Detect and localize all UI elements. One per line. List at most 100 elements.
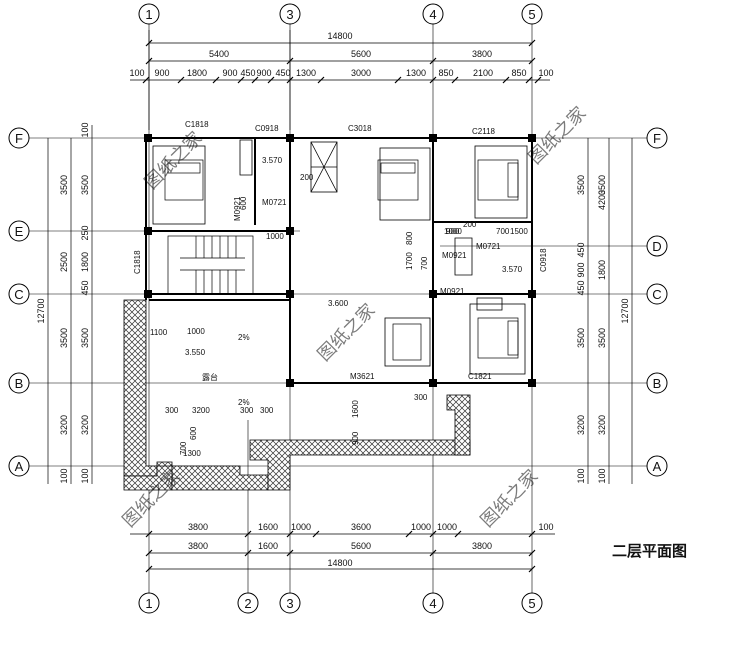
svg-text:M0721: M0721 <box>262 198 287 207</box>
left-dimension-text: 12700 3500 2500 3500 3200 100 100 3500 2… <box>36 122 90 483</box>
svg-text:3500: 3500 <box>576 175 586 195</box>
axis-bubble-C-left: C <box>8 283 30 305</box>
svg-text:3800: 3800 <box>188 522 208 532</box>
svg-text:3.550: 3.550 <box>185 348 206 357</box>
svg-text:1800: 1800 <box>597 260 607 280</box>
svg-text:3500: 3500 <box>59 328 69 348</box>
svg-text:C2118: C2118 <box>472 127 496 136</box>
svg-text:450: 450 <box>576 242 586 257</box>
svg-text:3200: 3200 <box>80 415 90 435</box>
svg-text:3.600: 3.600 <box>328 299 349 308</box>
svg-text:3600: 3600 <box>351 522 371 532</box>
svg-text:M3621: M3621 <box>350 372 375 381</box>
svg-text:450: 450 <box>275 68 290 78</box>
svg-text:3.570: 3.570 <box>262 156 283 165</box>
svg-text:100: 100 <box>129 68 144 78</box>
svg-text:600: 600 <box>189 426 198 440</box>
svg-text:900: 900 <box>446 227 460 236</box>
svg-text:3500: 3500 <box>576 328 586 348</box>
axis-bubble-F-right: F <box>646 127 668 149</box>
svg-text:600: 600 <box>239 196 248 210</box>
svg-text:M0921: M0921 <box>442 251 467 260</box>
axis-bubble-2-bottom: 2 <box>237 592 259 614</box>
svg-text:100: 100 <box>538 522 553 532</box>
svg-text:3800: 3800 <box>188 541 208 551</box>
left-dimensions <box>47 125 93 484</box>
walls-thin <box>152 139 528 375</box>
svg-text:3200: 3200 <box>192 406 210 415</box>
svg-text:C1818: C1818 <box>133 250 142 274</box>
svg-text:3200: 3200 <box>597 415 607 435</box>
top-dimension-text: 14800 5400 5600 3800 100 900 1800 900 45… <box>129 31 553 78</box>
svg-text:14800: 14800 <box>327 31 352 41</box>
svg-text:200: 200 <box>300 173 314 182</box>
drawing-title: 二层平面图 <box>612 543 687 560</box>
svg-text:850: 850 <box>511 68 526 78</box>
svg-text:300: 300 <box>240 406 254 415</box>
svg-text:1800: 1800 <box>187 68 207 78</box>
svg-text:5400: 5400 <box>209 49 229 59</box>
svg-text:B: B <box>653 376 662 391</box>
svg-text:露台: 露台 <box>202 372 218 382</box>
axis-bubble-E-left: E <box>8 220 30 242</box>
svg-text:C: C <box>14 287 23 302</box>
svg-text:图纸之家: 图纸之家 <box>314 300 379 365</box>
svg-text:1000: 1000 <box>291 522 311 532</box>
svg-text:850: 850 <box>438 68 453 78</box>
svg-text:1000: 1000 <box>437 522 457 532</box>
svg-text:C1818: C1818 <box>185 120 209 129</box>
svg-text:C0918: C0918 <box>255 124 279 133</box>
svg-text:3500: 3500 <box>597 175 607 195</box>
axis-bubble-C-right: C <box>646 283 668 305</box>
svg-text:3800: 3800 <box>472 541 492 551</box>
svg-text:1000: 1000 <box>444 227 462 236</box>
svg-text:1300: 1300 <box>183 449 201 458</box>
svg-text:3: 3 <box>286 7 293 22</box>
svg-text:100: 100 <box>576 468 586 483</box>
svg-text:1600: 1600 <box>258 522 278 532</box>
axis-bubble-A-right: A <box>646 455 668 477</box>
svg-text:M0921: M0921 <box>233 196 242 221</box>
svg-text:2%: 2% <box>238 398 250 407</box>
svg-text:450: 450 <box>576 280 586 295</box>
svg-text:1300: 1300 <box>296 68 316 78</box>
svg-text:2500: 2500 <box>59 252 69 272</box>
svg-text:1000: 1000 <box>266 232 284 241</box>
axis-bubble-A-left: A <box>8 455 30 477</box>
svg-text:900: 900 <box>222 68 237 78</box>
axis-bubble-3-top: 3 <box>279 3 301 25</box>
svg-text:1000: 1000 <box>187 327 205 336</box>
svg-text:3200: 3200 <box>59 415 69 435</box>
axis-bubbles-right: F D C B A <box>646 127 668 477</box>
bottom-dimension-text: 3800 1600 1000 3600 1000 1000 100 3800 1… <box>188 522 554 568</box>
svg-text:2100: 2100 <box>473 68 493 78</box>
svg-text:100: 100 <box>80 468 90 483</box>
opening-labels: C1818 C0918 C3018 C2118 C1818 C0918 C182… <box>133 120 548 381</box>
svg-text:1800: 1800 <box>80 252 90 272</box>
svg-text:200: 200 <box>463 220 477 229</box>
svg-text:3500: 3500 <box>80 175 90 195</box>
axis-bubble-B-right: B <box>646 372 668 394</box>
svg-text:300: 300 <box>165 406 179 415</box>
axis-bubbles-left: F E C B A <box>8 127 30 477</box>
svg-text:900: 900 <box>256 68 271 78</box>
svg-text:100: 100 <box>59 468 69 483</box>
svg-text:M0921: M0921 <box>440 287 465 296</box>
svg-text:100: 100 <box>80 122 90 137</box>
svg-text:1600: 1600 <box>258 541 278 551</box>
svg-text:3.570: 3.570 <box>502 265 523 274</box>
balcony-parapet <box>123 299 471 491</box>
svg-text:700: 700 <box>420 256 429 270</box>
svg-text:300: 300 <box>414 393 428 402</box>
svg-text:1100: 1100 <box>150 328 168 337</box>
svg-text:300: 300 <box>260 406 274 415</box>
svg-text:3: 3 <box>286 596 293 611</box>
axis-bubble-4-bottom: 4 <box>422 592 444 614</box>
svg-text:900: 900 <box>576 262 586 277</box>
axis-bubble-3-bottom: 3 <box>279 592 301 614</box>
top-dimensions <box>130 30 550 130</box>
svg-text:1: 1 <box>145 596 152 611</box>
svg-text:3500: 3500 <box>597 328 607 348</box>
svg-text:F: F <box>653 131 661 146</box>
